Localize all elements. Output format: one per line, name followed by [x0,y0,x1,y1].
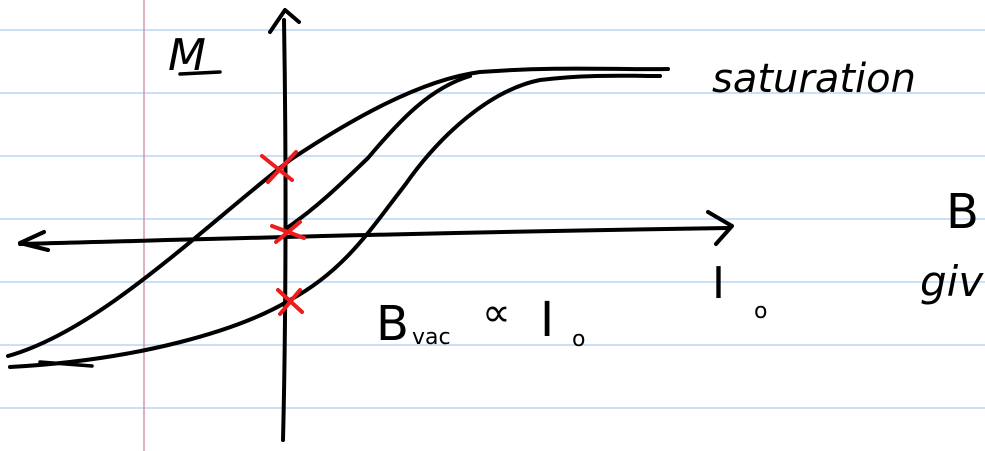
initial-magnetization-curve [285,74,472,230]
relation-rhs-subscript: o [572,327,585,352]
x-axis [18,226,730,246]
y-axis [281,18,288,442]
loop-stroke-overlap [38,360,94,368]
x-axis-arrowhead-right [706,210,734,246]
origin-marker [270,220,306,244]
upper-hysteresis-branch [6,66,670,358]
intercept-markers [260,150,306,316]
y-axis-arrowhead [268,8,301,34]
x-axis-label-subscript: o [754,299,767,324]
y-axis-label-underline [178,70,222,76]
remanence-marker [260,150,298,184]
relation-rhs: I [540,292,554,348]
cutoff-text-bottom: giv [920,257,984,306]
relation-b-subscript: vac [412,325,451,350]
x-axis-label: I [712,258,725,309]
lower-hysteresis-branch [8,73,662,369]
cutoff-text-top: B [946,184,979,240]
saturation-label: saturation [712,56,916,102]
x-axis-arrowhead-left [18,230,50,252]
relation-b: B [376,296,409,352]
negative-remanence-marker [276,288,304,316]
relation-operator: ∝ [482,290,511,336]
